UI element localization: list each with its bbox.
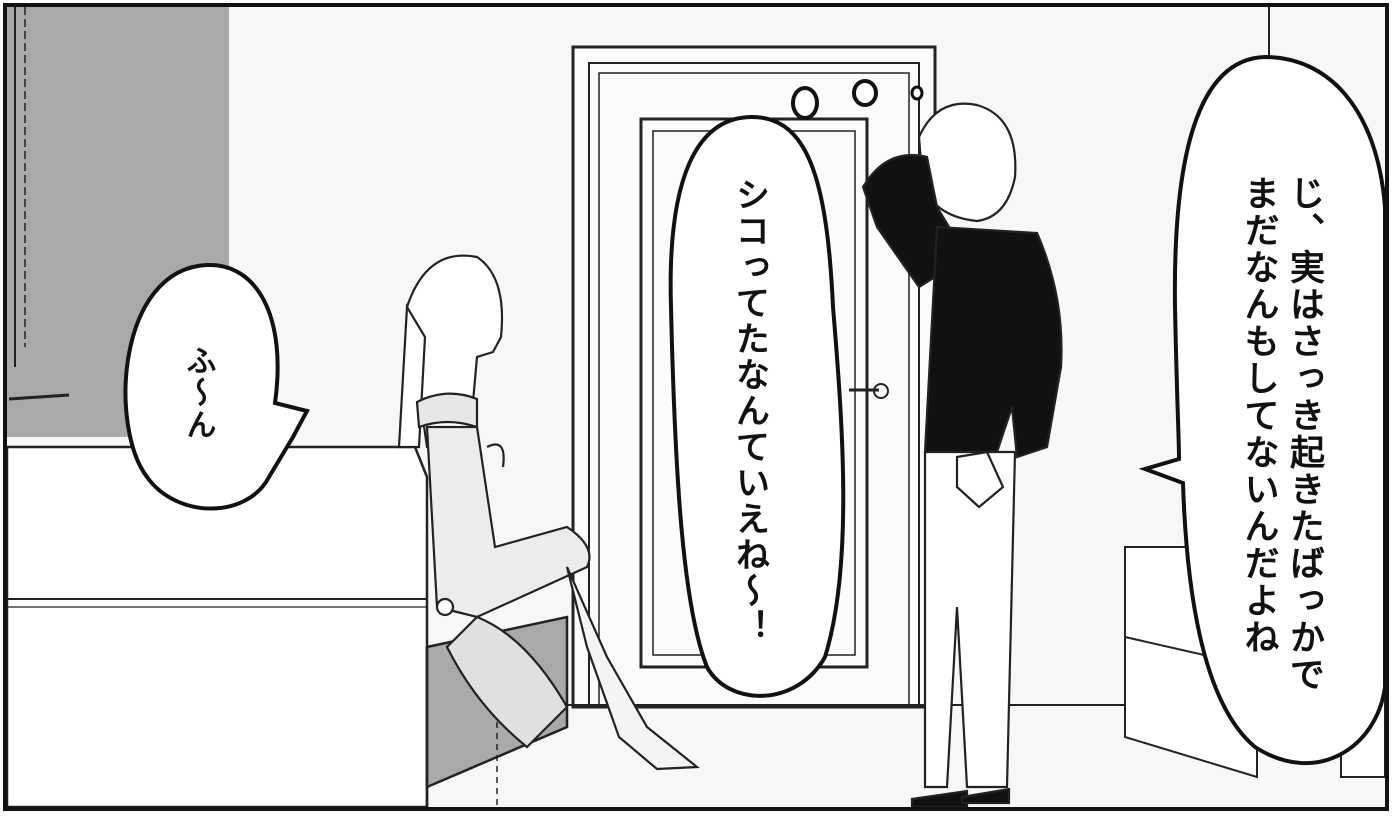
right-bubble-line-2: まだなんもしてないんだよね <box>1238 175 1279 656</box>
middle-thought-text: シコってたなんていえね～！ <box>729 177 770 645</box>
left-speech-bubble <box>123 262 310 511</box>
woman-figure <box>397 254 700 771</box>
right-bubble-line-1: じ、実はさっき起きたばっかで <box>1284 175 1324 693</box>
manga-panel: ふ～ん シコってたなんていえね～！ じ、実はさっき起きたばっかで まだなんもして… <box>3 3 1389 811</box>
left-bubble-text: ふ～ん <box>180 345 216 441</box>
thought-dot-2 <box>852 79 878 107</box>
right-bubble-text: じ、実はさっき起きたばっかで まだなんもしてないんだよね <box>1235 175 1326 693</box>
thought-dot-3 <box>910 85 924 101</box>
man-figure <box>861 102 1063 807</box>
thought-dot-1 <box>791 86 819 120</box>
scene-illustration <box>7 7 1385 807</box>
middle-thought-bubble <box>668 114 846 698</box>
right-speech-bubble <box>1138 54 1385 766</box>
